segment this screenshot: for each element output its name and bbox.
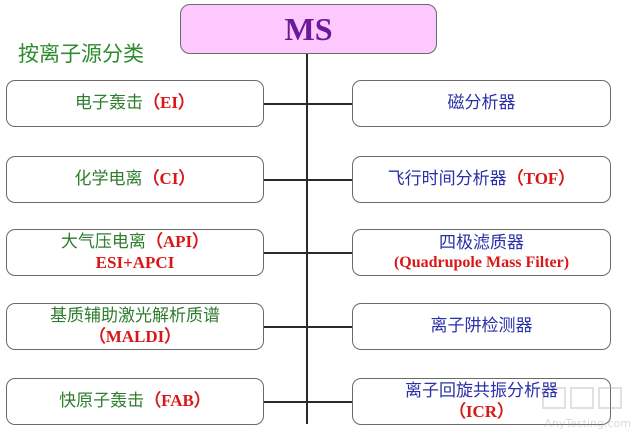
watermark-text: AnyTesting.com (544, 417, 631, 430)
node-fab-code: （FAB） (144, 391, 211, 411)
node-fab: 快原子轰击（FAB） (6, 378, 264, 425)
root-node-ms: MS (180, 4, 437, 54)
node-ci-label: 化学电离 (74, 169, 143, 190)
node-maldi-sub: （MALDI） (88, 326, 182, 346)
node-tof-code: （TOF） (506, 169, 576, 189)
node-ci-code: （CI） (142, 169, 196, 189)
trunk-line (306, 54, 308, 424)
node-tof: 飞行时间分析器（TOF） (352, 156, 611, 203)
branch-left-4 (264, 326, 352, 328)
node-ion-trap-label: 离子阱检测器 (430, 316, 533, 337)
node-icr-sub: （ICR） (448, 401, 515, 421)
node-quadrupole-sub: (Quadrupole Mass Filter) (393, 254, 570, 272)
watermark: AnyTesting.com (513, 384, 631, 430)
node-icr: 离子回旋共振分析器 （ICR） (352, 378, 611, 425)
node-icr-label: 离子回旋共振分析器 (405, 381, 558, 402)
node-fab-label: 快原子轰击 (59, 391, 145, 412)
watermark-logo-icon (542, 387, 622, 409)
node-tof-label: 飞行时间分析器 (387, 169, 507, 190)
node-magnetic-label: 磁分析器 (447, 93, 516, 114)
node-maldi: 基质辅助激光解析质谱 （MALDI） (6, 303, 264, 350)
branch-left-1 (264, 103, 352, 105)
node-ei-label: 电子轰击 (75, 93, 144, 114)
node-ei-code: （EI） (143, 93, 195, 113)
node-maldi-label: 基质辅助激光解析质谱 (50, 306, 220, 327)
node-api-sub: ESI+APCI (95, 252, 175, 272)
node-quadrupole-label: 四极滤质器 (439, 232, 524, 253)
node-ci: 化学电离（CI） (6, 156, 264, 203)
ion-source-heading: 按离子源分类 (18, 42, 144, 66)
branch-left-3 (264, 252, 352, 254)
node-api-label: 大气压电离 (60, 232, 146, 253)
root-label: MS (284, 10, 333, 47)
node-quadrupole: 四极滤质器 (Quadrupole Mass Filter) (352, 229, 611, 276)
node-ion-trap: 离子阱检测器 (352, 303, 611, 350)
branch-left-5 (264, 401, 352, 403)
node-api: 大气压电离（API） ESI+APCI (6, 229, 264, 276)
node-magnetic: 磁分析器 (352, 80, 611, 127)
node-ei: 电子轰击（EI） (6, 80, 264, 127)
branch-left-2 (264, 179, 352, 181)
node-api-code: （API） (145, 232, 210, 252)
